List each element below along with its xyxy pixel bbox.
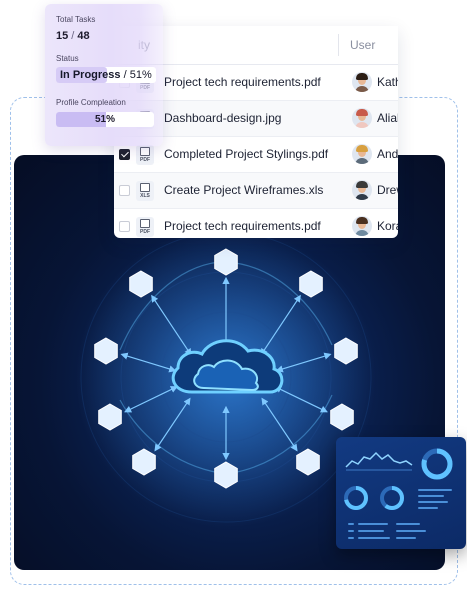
- hexagon-node-icon: [214, 461, 238, 489]
- user-name[interactable]: Drew: [377, 183, 398, 197]
- hexagon-node-icon: [214, 248, 238, 276]
- hexagon-node-icon: [132, 448, 156, 476]
- avatar: [352, 216, 372, 236]
- status-pill: In Progress / 51%: [56, 67, 156, 83]
- mini-dashboard-card: [336, 437, 466, 549]
- connection-arrow: [124, 386, 178, 413]
- file-icon: XLS: [136, 181, 154, 201]
- network-nodes: [94, 248, 358, 489]
- table-row[interactable]: XLS Create Project Wireframes.xls Drew: [114, 173, 398, 209]
- column-header-user[interactable]: User: [350, 38, 376, 52]
- user-name[interactable]: Aliah: [377, 111, 398, 125]
- profile-completion-percent: 51%: [94, 114, 115, 125]
- hexagon-node-icon: [94, 337, 118, 365]
- connection-arrow: [260, 294, 301, 356]
- total-tasks-label: Total Tasks: [56, 15, 96, 24]
- file-name[interactable]: Project tech requirements.pdf: [164, 219, 321, 233]
- file-name[interactable]: Create Project Wireframes.xls: [164, 183, 324, 197]
- legend-lines: [348, 489, 452, 539]
- status-text: In Progress / 51%: [60, 69, 152, 81]
- cloud-icon: [171, 339, 284, 394]
- user-name[interactable]: Kath: [377, 75, 398, 89]
- hexagon-node-icon: [299, 270, 323, 298]
- connection-arrow: [275, 352, 332, 373]
- hexagon-node-icon: [334, 337, 358, 365]
- connection-arrow: [154, 397, 191, 452]
- file-name[interactable]: Project tech requirements.pdf: [164, 75, 321, 89]
- row-checkbox[interactable]: [119, 185, 130, 196]
- row-checkbox[interactable]: [119, 149, 130, 160]
- profile-completion-fill: [56, 112, 106, 127]
- donut-small-2: [380, 486, 404, 510]
- row-checkbox[interactable]: [119, 221, 130, 232]
- status-percent: 51%: [129, 69, 152, 81]
- avatar: [352, 180, 372, 200]
- hexagon-node-icon: [296, 448, 320, 476]
- connection-arrow: [261, 397, 298, 452]
- table-row[interactable]: PDF Completed Project Stylings.pdf And: [114, 137, 398, 173]
- connection-arrow: [151, 294, 192, 356]
- task-stats-card: Total Tasks 15 / 48 Status In Progress /…: [45, 4, 163, 146]
- file-type-label: PDF: [140, 229, 150, 235]
- tasks-total: 48: [77, 30, 90, 42]
- hexagon-node-icon: [98, 403, 122, 431]
- hexagon-node-icon: [330, 403, 354, 431]
- table-row[interactable]: PDF Project tech requirements.pdf Kora: [114, 209, 398, 238]
- file-icon: PDF: [136, 145, 154, 165]
- avatar: [352, 144, 372, 164]
- avatar: [352, 72, 372, 92]
- user-name[interactable]: And: [377, 147, 398, 161]
- hexagon-node-icon: [129, 270, 153, 298]
- profile-completion-bar: 51%: [56, 112, 154, 127]
- profile-completion-label: Profile Compleation: [56, 98, 126, 107]
- tasks-done: 15: [56, 30, 69, 42]
- column-divider: [338, 34, 339, 56]
- mini-dashboard-graphic: [344, 448, 453, 539]
- file-name[interactable]: Completed Project Stylings.pdf: [164, 147, 329, 161]
- cloud-network-diagram: [76, 227, 376, 527]
- file-name[interactable]: Dashboard-design.jpg: [164, 111, 282, 125]
- file-type-label: XLS: [140, 193, 150, 199]
- total-tasks-value: 15 / 48: [56, 30, 90, 42]
- connection-arrow: [274, 386, 328, 413]
- file-icon: PDF: [136, 217, 154, 237]
- status-label: Status: [56, 54, 79, 63]
- file-type-label: PDF: [140, 157, 150, 163]
- status-progress-fill: [56, 67, 107, 83]
- donut-small-1: [344, 486, 368, 510]
- sparkline: [345, 451, 413, 468]
- avatar: [352, 108, 372, 128]
- user-name[interactable]: Kora: [377, 219, 398, 233]
- status-value: In Progress: [60, 69, 121, 81]
- connection-arrow: [120, 352, 177, 373]
- connection-arrows: [120, 276, 332, 461]
- donut-large: [421, 448, 453, 480]
